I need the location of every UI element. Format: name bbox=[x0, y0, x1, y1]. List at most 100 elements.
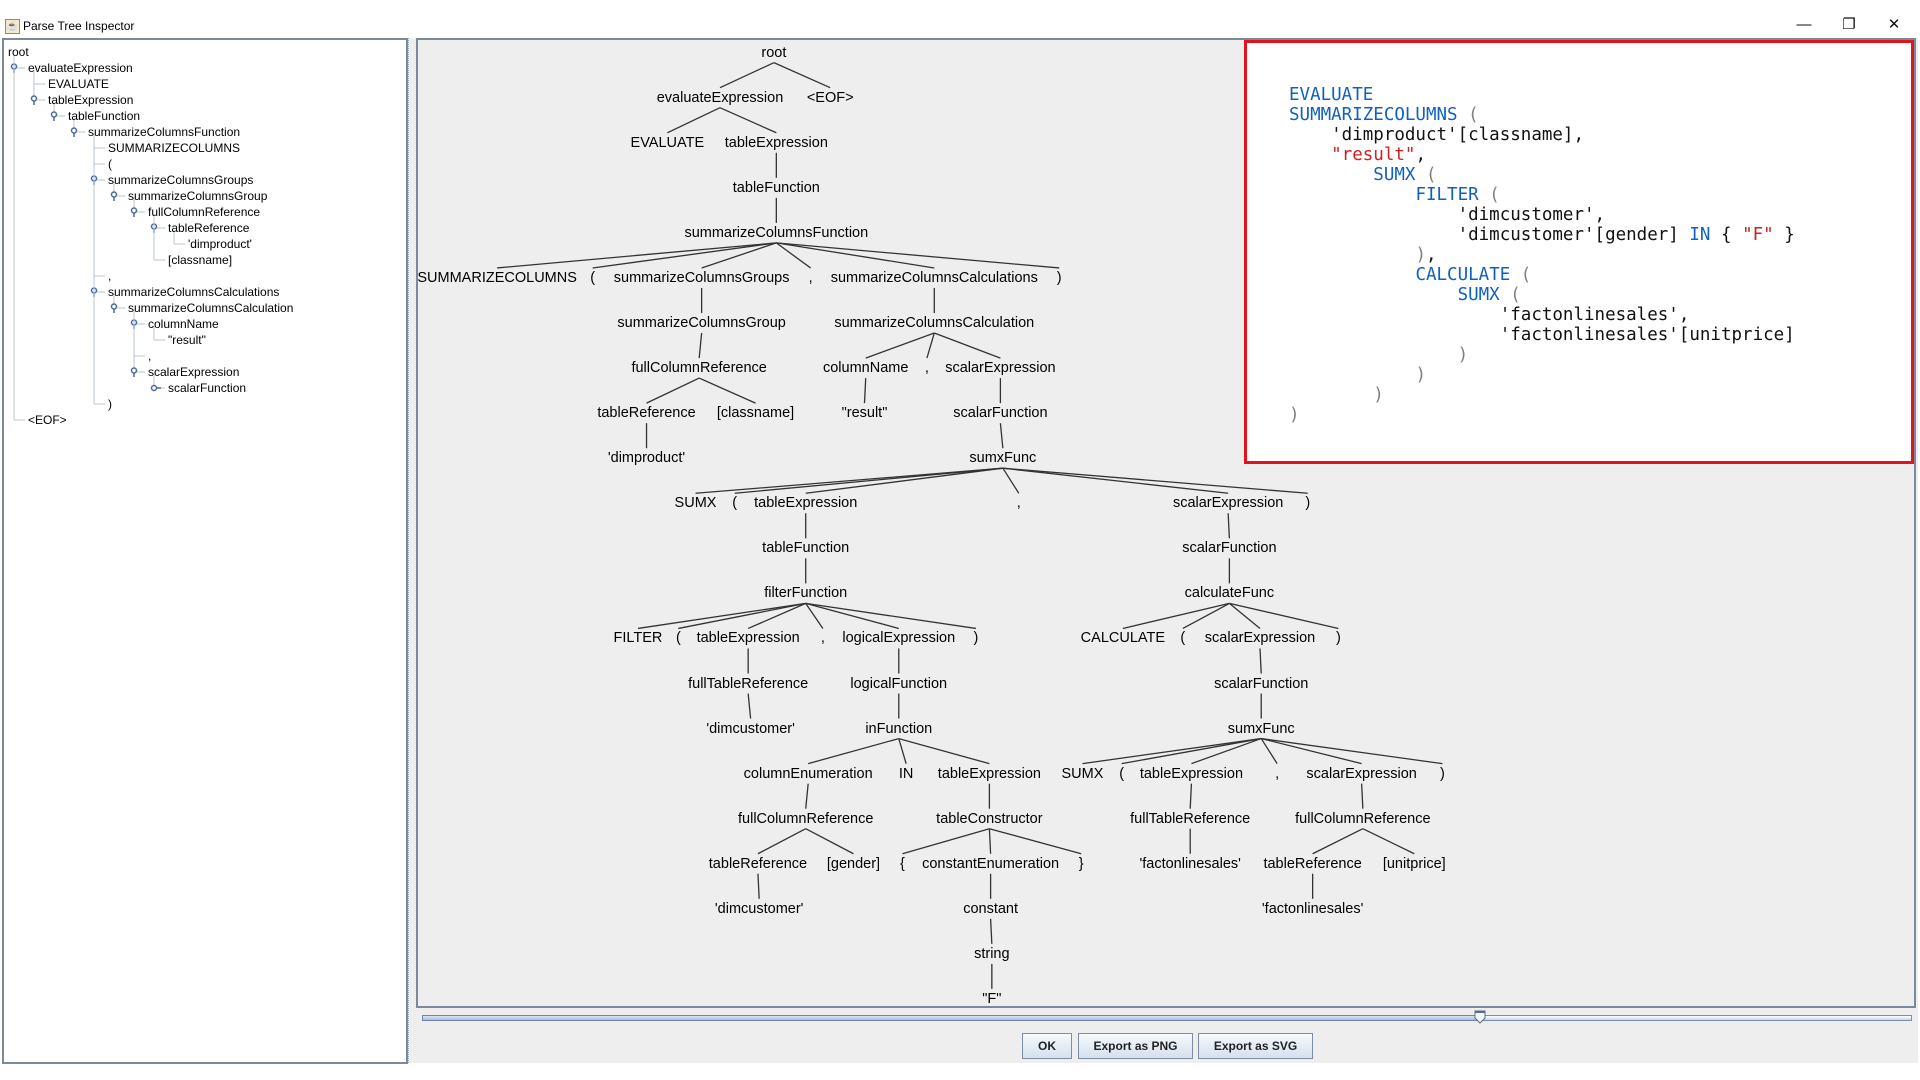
code-text: ) bbox=[1457, 345, 1469, 365]
parse-tree-node: tableExpression bbox=[754, 495, 858, 512]
code-text bbox=[1289, 345, 1458, 365]
expanded-handle-icon[interactable] bbox=[130, 207, 138, 217]
code-text: ) bbox=[1415, 365, 1426, 385]
tree-node[interactable]: summarizeColumnsGroup bbox=[128, 189, 268, 203]
parse-tree-node: ) bbox=[973, 630, 979, 647]
tree-node[interactable]: EVALUATE bbox=[48, 77, 109, 91]
tree-node[interactable]: ) bbox=[108, 397, 112, 411]
close-button[interactable]: ✕ bbox=[1887, 16, 1901, 33]
tree-node[interactable]: "result" bbox=[168, 333, 206, 347]
tree-node[interactable]: SUMMARIZECOLUMNS bbox=[108, 141, 241, 155]
parse-tree-node: fullColumnReference bbox=[1295, 810, 1431, 827]
tree-node[interactable]: , bbox=[108, 269, 112, 283]
restore-button[interactable]: ❐ bbox=[1842, 16, 1856, 33]
code-text bbox=[1289, 165, 1373, 185]
parse-tree-node: summarizeColumnsGroups bbox=[613, 269, 790, 286]
tree-node[interactable]: [classname] bbox=[168, 253, 233, 267]
title-bar: ☕ Parse Tree Inspector — ❐ ✕ bbox=[0, 0, 1920, 38]
expanded-handle-icon[interactable] bbox=[130, 367, 138, 377]
parse-tree-node: logicalFunction bbox=[850, 675, 948, 692]
tree-node[interactable]: tableReference bbox=[168, 221, 250, 235]
code-line: ) bbox=[1289, 385, 1795, 405]
tree-node[interactable]: fullColumnReference bbox=[148, 205, 261, 219]
code-line: EVALUATE bbox=[1289, 85, 1795, 105]
parse-tree-node: constant bbox=[963, 900, 1019, 917]
parse-tree-node: tableReference bbox=[597, 405, 696, 422]
tree-node[interactable]: scalarFunction bbox=[168, 381, 247, 395]
zoom-slider[interactable] bbox=[422, 1010, 1912, 1024]
tree-node[interactable]: evaluateExpression bbox=[28, 61, 133, 75]
code-text: 'factonlinesales', bbox=[1289, 305, 1690, 325]
tree-node[interactable]: summarizeColumnsFunction bbox=[88, 125, 241, 139]
code-text: , bbox=[1425, 245, 1437, 265]
ok-button[interactable]: OK bbox=[1022, 1033, 1072, 1059]
java-app-icon: ☕ bbox=[5, 19, 20, 34]
parse-tree-node: ( bbox=[1119, 765, 1125, 782]
parse-tree-node: ) bbox=[1056, 269, 1062, 286]
expanded-handle-icon[interactable] bbox=[110, 303, 118, 313]
code-line: CALCULATE ( bbox=[1289, 265, 1795, 285]
code-line: 'dimcustomer'[gender] IN { "F" } bbox=[1289, 225, 1795, 245]
code-text bbox=[1289, 265, 1415, 285]
tree-node[interactable]: summarizeColumnsCalculation bbox=[128, 301, 294, 315]
code-text: ( bbox=[1510, 265, 1532, 285]
tree-node[interactable]: tableFunction bbox=[68, 109, 141, 123]
slider-thumb[interactable] bbox=[1474, 1010, 1486, 1024]
parse-tree-node: ( bbox=[1180, 630, 1186, 647]
code-text: ( bbox=[1478, 185, 1500, 205]
tree-node[interactable]: 'dimproduct' bbox=[188, 237, 252, 251]
minimize-button[interactable]: — bbox=[1796, 16, 1812, 33]
code-text: ( bbox=[1415, 165, 1437, 185]
parse-tree-node: summarizeColumnsFunction bbox=[684, 224, 869, 241]
tree-node[interactable]: ( bbox=[108, 157, 112, 171]
parse-tree-node: sumxFunc bbox=[969, 450, 1037, 467]
tree-node[interactable]: <EOF> bbox=[28, 413, 67, 427]
parse-tree-node: 'dimcustomer' bbox=[714, 900, 804, 917]
collapsed-handle-icon[interactable] bbox=[150, 384, 162, 392]
parse-tree-node: EVALUATE bbox=[630, 134, 705, 151]
code-line: ) bbox=[1289, 345, 1795, 365]
parse-tree-node: ( bbox=[675, 630, 681, 647]
parse-tree-node: SUMMARIZECOLUMNS bbox=[417, 269, 577, 286]
code-line: ) bbox=[1289, 405, 1795, 425]
parse-tree-node: tableFunction bbox=[762, 540, 850, 557]
parse-tree-node: { bbox=[900, 855, 905, 872]
code-text: 'dimcustomer'[gender] bbox=[1289, 225, 1690, 245]
expanded-handle-icon[interactable] bbox=[30, 95, 38, 105]
code-text: ( bbox=[1457, 105, 1479, 125]
code-line: SUMX ( bbox=[1289, 165, 1795, 185]
parse-tree-node: , bbox=[924, 360, 929, 377]
slider-fill bbox=[422, 1015, 1480, 1021]
parse-tree-node: summarizeColumnsCalculation bbox=[834, 315, 1035, 332]
tree-node[interactable]: columnName bbox=[148, 317, 219, 331]
code-keyword: IN bbox=[1689, 225, 1711, 245]
code-text: 'dimcustomer', bbox=[1289, 205, 1606, 225]
tree-node[interactable]: scalarExpression bbox=[148, 365, 240, 379]
parse-tree-node: tableExpression bbox=[696, 630, 800, 647]
parse-tree-node: scalarFunction bbox=[1214, 675, 1309, 692]
parse-tree-node: tableReference bbox=[708, 855, 808, 872]
parse-tree-node: "F" bbox=[982, 990, 1002, 1007]
parse-tree-node: filterFunction bbox=[764, 585, 848, 602]
tree-node[interactable]: summarizeColumnsCalculations bbox=[108, 285, 280, 299]
parse-tree-node: scalarFunction bbox=[953, 405, 1048, 422]
tree-node[interactable]: tableExpression bbox=[48, 93, 134, 107]
export-png-button[interactable]: Export as PNG bbox=[1078, 1033, 1193, 1059]
expanded-handle-icon[interactable] bbox=[110, 191, 118, 201]
parse-tree-node: string bbox=[974, 945, 1010, 962]
parse-tree-node: "result" bbox=[841, 405, 888, 422]
expanded-handle-icon[interactable] bbox=[50, 111, 58, 121]
tree-node[interactable]: summarizeColumnsGroups bbox=[108, 173, 254, 187]
tree-node[interactable]: , bbox=[148, 349, 152, 363]
code-text: 'factonlinesales'[unitprice] bbox=[1289, 325, 1795, 345]
expanded-handle-icon[interactable] bbox=[70, 127, 78, 137]
parse-tree-node: scalarExpression bbox=[1306, 765, 1417, 782]
parse-tree-node: , bbox=[1016, 495, 1021, 512]
tree-node[interactable]: root bbox=[8, 45, 29, 59]
parse-tree-node: 'dimproduct' bbox=[607, 450, 686, 467]
parse-tree-node: sumxFunc bbox=[1227, 720, 1295, 737]
parse-tree-node: scalarExpression bbox=[1204, 630, 1316, 647]
export-svg-button[interactable]: Export as SVG bbox=[1198, 1033, 1313, 1059]
